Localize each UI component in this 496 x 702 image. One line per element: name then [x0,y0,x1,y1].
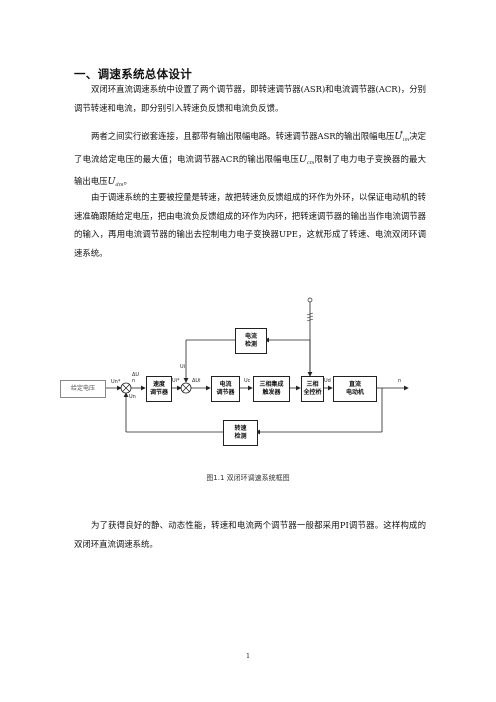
current-regulator-block: 电流 调节器 [211,376,240,402]
math-ucm: Ucm [298,153,315,166]
label-uc: Uc [244,378,251,384]
para2-part-d: 。 [123,176,132,186]
math-udm: Udm [107,176,124,188]
para2-part-c: 限制了电力电子变换器的最大输出电压 [74,153,426,187]
section-title: 一、调速系统总体设计 [74,67,192,81]
block-diagram: 给定电压 速度 调节器 电流 调节器 三相集成 触发器 三相 全控桥 直流 电动… [60,292,436,460]
paragraph-3: 由于调速系统的主要被控量是转速，故把转速负反馈组成的环作为外环，以保证电动机的转… [74,192,426,258]
label-ui: Ui [180,364,186,370]
label-un-star: Un* [111,379,121,385]
current-detect-block: 电流 检测 [235,328,267,354]
paragraph-4: 为了获得良好的静、动态性能，转速和电流两个调节器一般都采用PI调节器。这样构成的… [74,520,426,549]
para2-part-a: 两者之间实行嵌套连接，且都带有输出限幅电路。转速调节器ASR的输出限幅电压 [91,131,395,141]
math-uim: U*im [394,130,410,143]
paragraph-2: 两者之间实行嵌套连接，且都带有输出限幅电路。转速调节器ASR的输出限幅电压U*i… [74,124,426,195]
label-ud: Ud [324,378,331,384]
para2-part-b: 决定了电流给定电压的最大值；电流调节器ACR的输出限幅电压 [74,131,426,164]
figure-caption: 图1.1 双闭环调速系统框图 [206,474,290,482]
label-un: Un [129,394,136,400]
bridge-block: 三相 全控桥 [301,376,324,402]
trigger-block: 三相集成 触发器 [253,376,290,402]
given-voltage-block: 给定电压 [60,380,106,398]
label-ui-star: Ui* [172,378,180,384]
paragraph-1: 双闭环直流调速系统中设置了两个调节器，即转速调节器(ASR)和电流调节器(ACR… [74,84,426,113]
label-delta-ui: ΔUi [192,378,201,384]
label-delta-un: ΔU n [132,372,140,384]
speed-regulator-block: 速度 调节器 [146,376,172,402]
label-n: n [398,378,402,384]
motor-block: 直流 电动机 [333,376,377,402]
page-number: 1 [246,653,250,660]
speed-detect-block: 转速 检测 [223,420,258,446]
